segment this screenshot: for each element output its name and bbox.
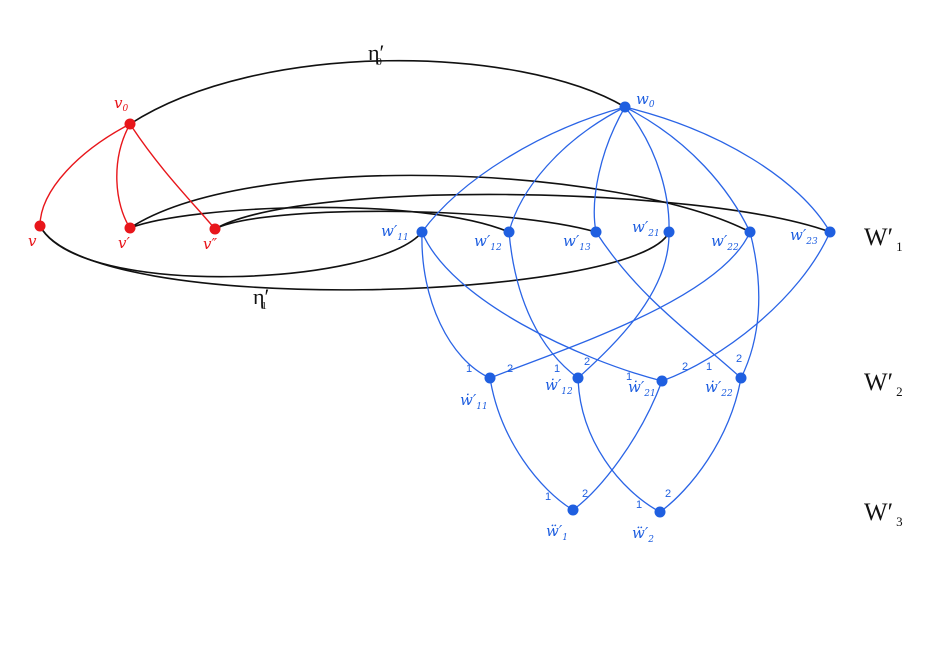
port-ddw1-2: 2: [582, 488, 588, 500]
node-dw22: [735, 372, 747, 384]
label-eta0: η′0: [368, 40, 384, 68]
node-w22: [744, 226, 756, 238]
red-nodes: [34, 118, 221, 235]
node-v0: [124, 118, 136, 130]
port-ddw2-1: 1: [636, 499, 642, 511]
label-w0: w0: [636, 90, 655, 110]
node-ddw2: [654, 506, 666, 518]
label-w22: w′22: [711, 232, 739, 253]
edge-v0-vpp: [129, 123, 216, 230]
label-eta1: η′1: [253, 284, 269, 312]
edge-dw12-ddw2: [577, 377, 661, 513]
edge-w22-dw22: [740, 231, 760, 379]
label-w23: w′23: [790, 226, 818, 247]
node-dw12: [572, 372, 584, 384]
node-v: [34, 220, 46, 232]
node-dw11: [484, 372, 496, 384]
port-dw11-1: 1: [466, 363, 472, 375]
edge-w0-w21: [624, 106, 670, 233]
node-w23: [824, 226, 836, 238]
node-dw21: [656, 375, 668, 387]
label-v: v: [28, 232, 37, 250]
label-ddw1: ẅ′1: [546, 522, 568, 543]
edge-w0-w23: [624, 106, 831, 233]
edge-w0-w22: [624, 106, 751, 233]
label-w11: w′11: [381, 222, 409, 243]
label-dw12: ẇ′12: [545, 376, 573, 397]
edge-v0-v: [39, 123, 131, 227]
edge-vp-w22: [129, 174, 751, 233]
port-ddw1-1: 1: [545, 491, 551, 503]
label-dw11: ẇ′11: [460, 391, 488, 412]
edge-w0-w12: [508, 106, 626, 233]
port-numbers: 1 2 1 2 1 2 1 2 1 2 1 2: [466, 353, 742, 511]
label-w13: w′13: [563, 232, 591, 253]
edge-eta1-b: [39, 225, 670, 291]
edge-w21-dw12: [577, 231, 670, 379]
label-vpp: v″: [203, 235, 217, 253]
label-v0: v0: [114, 94, 128, 114]
label-dw21: ẇ′21: [628, 378, 656, 399]
red-labels: v0 v v′ v″: [28, 94, 217, 253]
edge-w23-dw21: [661, 231, 831, 382]
edge-w0-w13: [593, 106, 626, 233]
port-dw12-2: 2: [584, 356, 590, 368]
node-w21: [663, 226, 675, 238]
edge-vpp-w13: [214, 210, 597, 233]
red-edges: [39, 123, 216, 230]
port-dw22-2: 2: [736, 353, 742, 365]
edge-dw11-ddw1: [489, 377, 574, 511]
edge-v0-vp: [116, 123, 131, 229]
edge-w13-dw22: [595, 231, 742, 379]
node-ddw1: [567, 504, 579, 516]
edge-vpp-w23: [214, 193, 831, 233]
port-dw21-1: 1: [626, 371, 632, 383]
edge-dw22-ddw2: [659, 377, 742, 513]
node-vp: [124, 222, 136, 234]
edge-w12-dw12: [508, 231, 579, 379]
edge-w11-dw11: [421, 231, 491, 379]
node-w11: [416, 226, 428, 238]
label-w21: w′21: [632, 218, 660, 239]
blue-edges: [421, 106, 831, 513]
node-w12: [503, 226, 515, 238]
black-edges: [39, 59, 831, 291]
blue-nodes: [416, 101, 836, 518]
label-vp: v′: [118, 234, 130, 252]
node-w0: [619, 101, 631, 113]
blue-labels: w0 w′11 w′12 w′13 w′21 w′22 w′23 ẇ′11 ẇ′…: [381, 90, 818, 545]
label-W2: W′2: [864, 369, 903, 399]
label-dw22: ẇ′22: [705, 378, 733, 399]
edge-w0-w11: [421, 106, 626, 233]
node-w13: [590, 226, 602, 238]
port-dw12-1: 1: [554, 363, 560, 375]
node-vpp: [209, 223, 221, 235]
label-W3: W′3: [864, 499, 903, 529]
port-dw21-2: 2: [682, 361, 688, 373]
port-dw22-1: 1: [706, 361, 712, 373]
edge-eta0: [129, 59, 626, 125]
label-ddw2: ẅ′2: [632, 524, 654, 545]
edge-vp-w12: [129, 206, 510, 233]
label-W1: W′1: [864, 224, 903, 254]
edge-dw21-ddw1: [572, 380, 663, 511]
port-ddw2-2: 2: [665, 488, 671, 500]
port-dw11-2: 2: [507, 363, 513, 375]
edge-w11-dw21: [421, 231, 663, 382]
edge-w22-dw11: [489, 231, 751, 379]
edge-eta1-a: [39, 225, 423, 278]
label-w12: w′12: [474, 232, 502, 253]
